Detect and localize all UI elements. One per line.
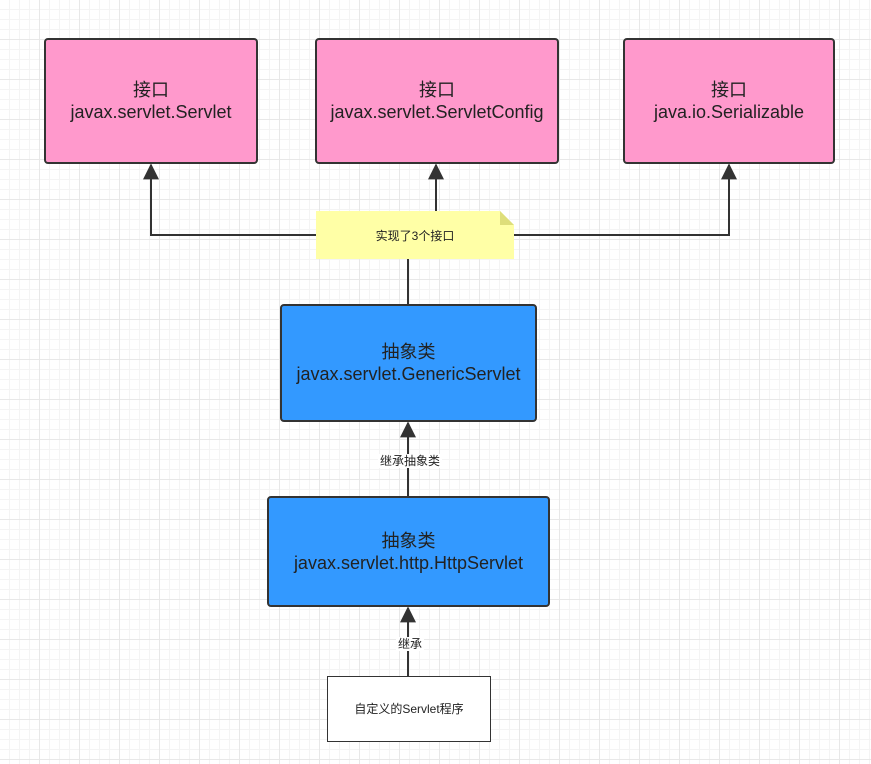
edge-label-extends-abstract: 继承抽象类 xyxy=(378,454,443,468)
interface-serializable-box[interactable]: 接口 java.io.Serializable xyxy=(623,38,835,164)
note-text: 实现了3个接口 xyxy=(375,228,455,243)
interface-serializable-name: java.io.Serializable xyxy=(653,102,805,122)
abstract-httpservlet-kind: 抽象类 xyxy=(381,530,436,551)
interface-servletconfig-box[interactable]: 接口 javax.servlet.ServletConfig xyxy=(315,38,559,164)
interface-servlet-kind: 接口 xyxy=(133,80,169,100)
note-implements-three-interfaces[interactable]: 实现了3个接口 xyxy=(316,211,514,259)
interface-servlet-name: javax.servlet.Servlet xyxy=(70,102,232,122)
abstract-httpservlet-name: javax.servlet.http.HttpServlet xyxy=(293,552,524,573)
edge-implements-servlet xyxy=(143,163,316,236)
interface-servletconfig-name: javax.servlet.ServletConfig xyxy=(330,102,544,122)
abstract-genericservlet-name: javax.servlet.GenericServlet xyxy=(296,364,521,384)
custom-servlet-label: 自定义的Servlet程序 xyxy=(354,702,464,716)
abstract-httpservlet-box[interactable]: 抽象类 javax.servlet.http.HttpServlet xyxy=(267,496,550,607)
edge-label-extends: 继承 xyxy=(396,637,425,651)
interface-servlet-box[interactable]: 接口 javax.servlet.Servlet xyxy=(44,38,258,164)
abstract-genericservlet-kind: 抽象类 xyxy=(381,342,436,362)
interface-serializable-kind: 接口 xyxy=(711,80,747,100)
abstract-genericservlet-box[interactable]: 抽象类 javax.servlet.GenericServlet xyxy=(280,304,537,422)
interface-servletconfig-kind: 接口 xyxy=(419,80,455,100)
edge-implements-serializable xyxy=(514,163,737,236)
custom-servlet-box[interactable]: 自定义的Servlet程序 xyxy=(327,676,491,742)
